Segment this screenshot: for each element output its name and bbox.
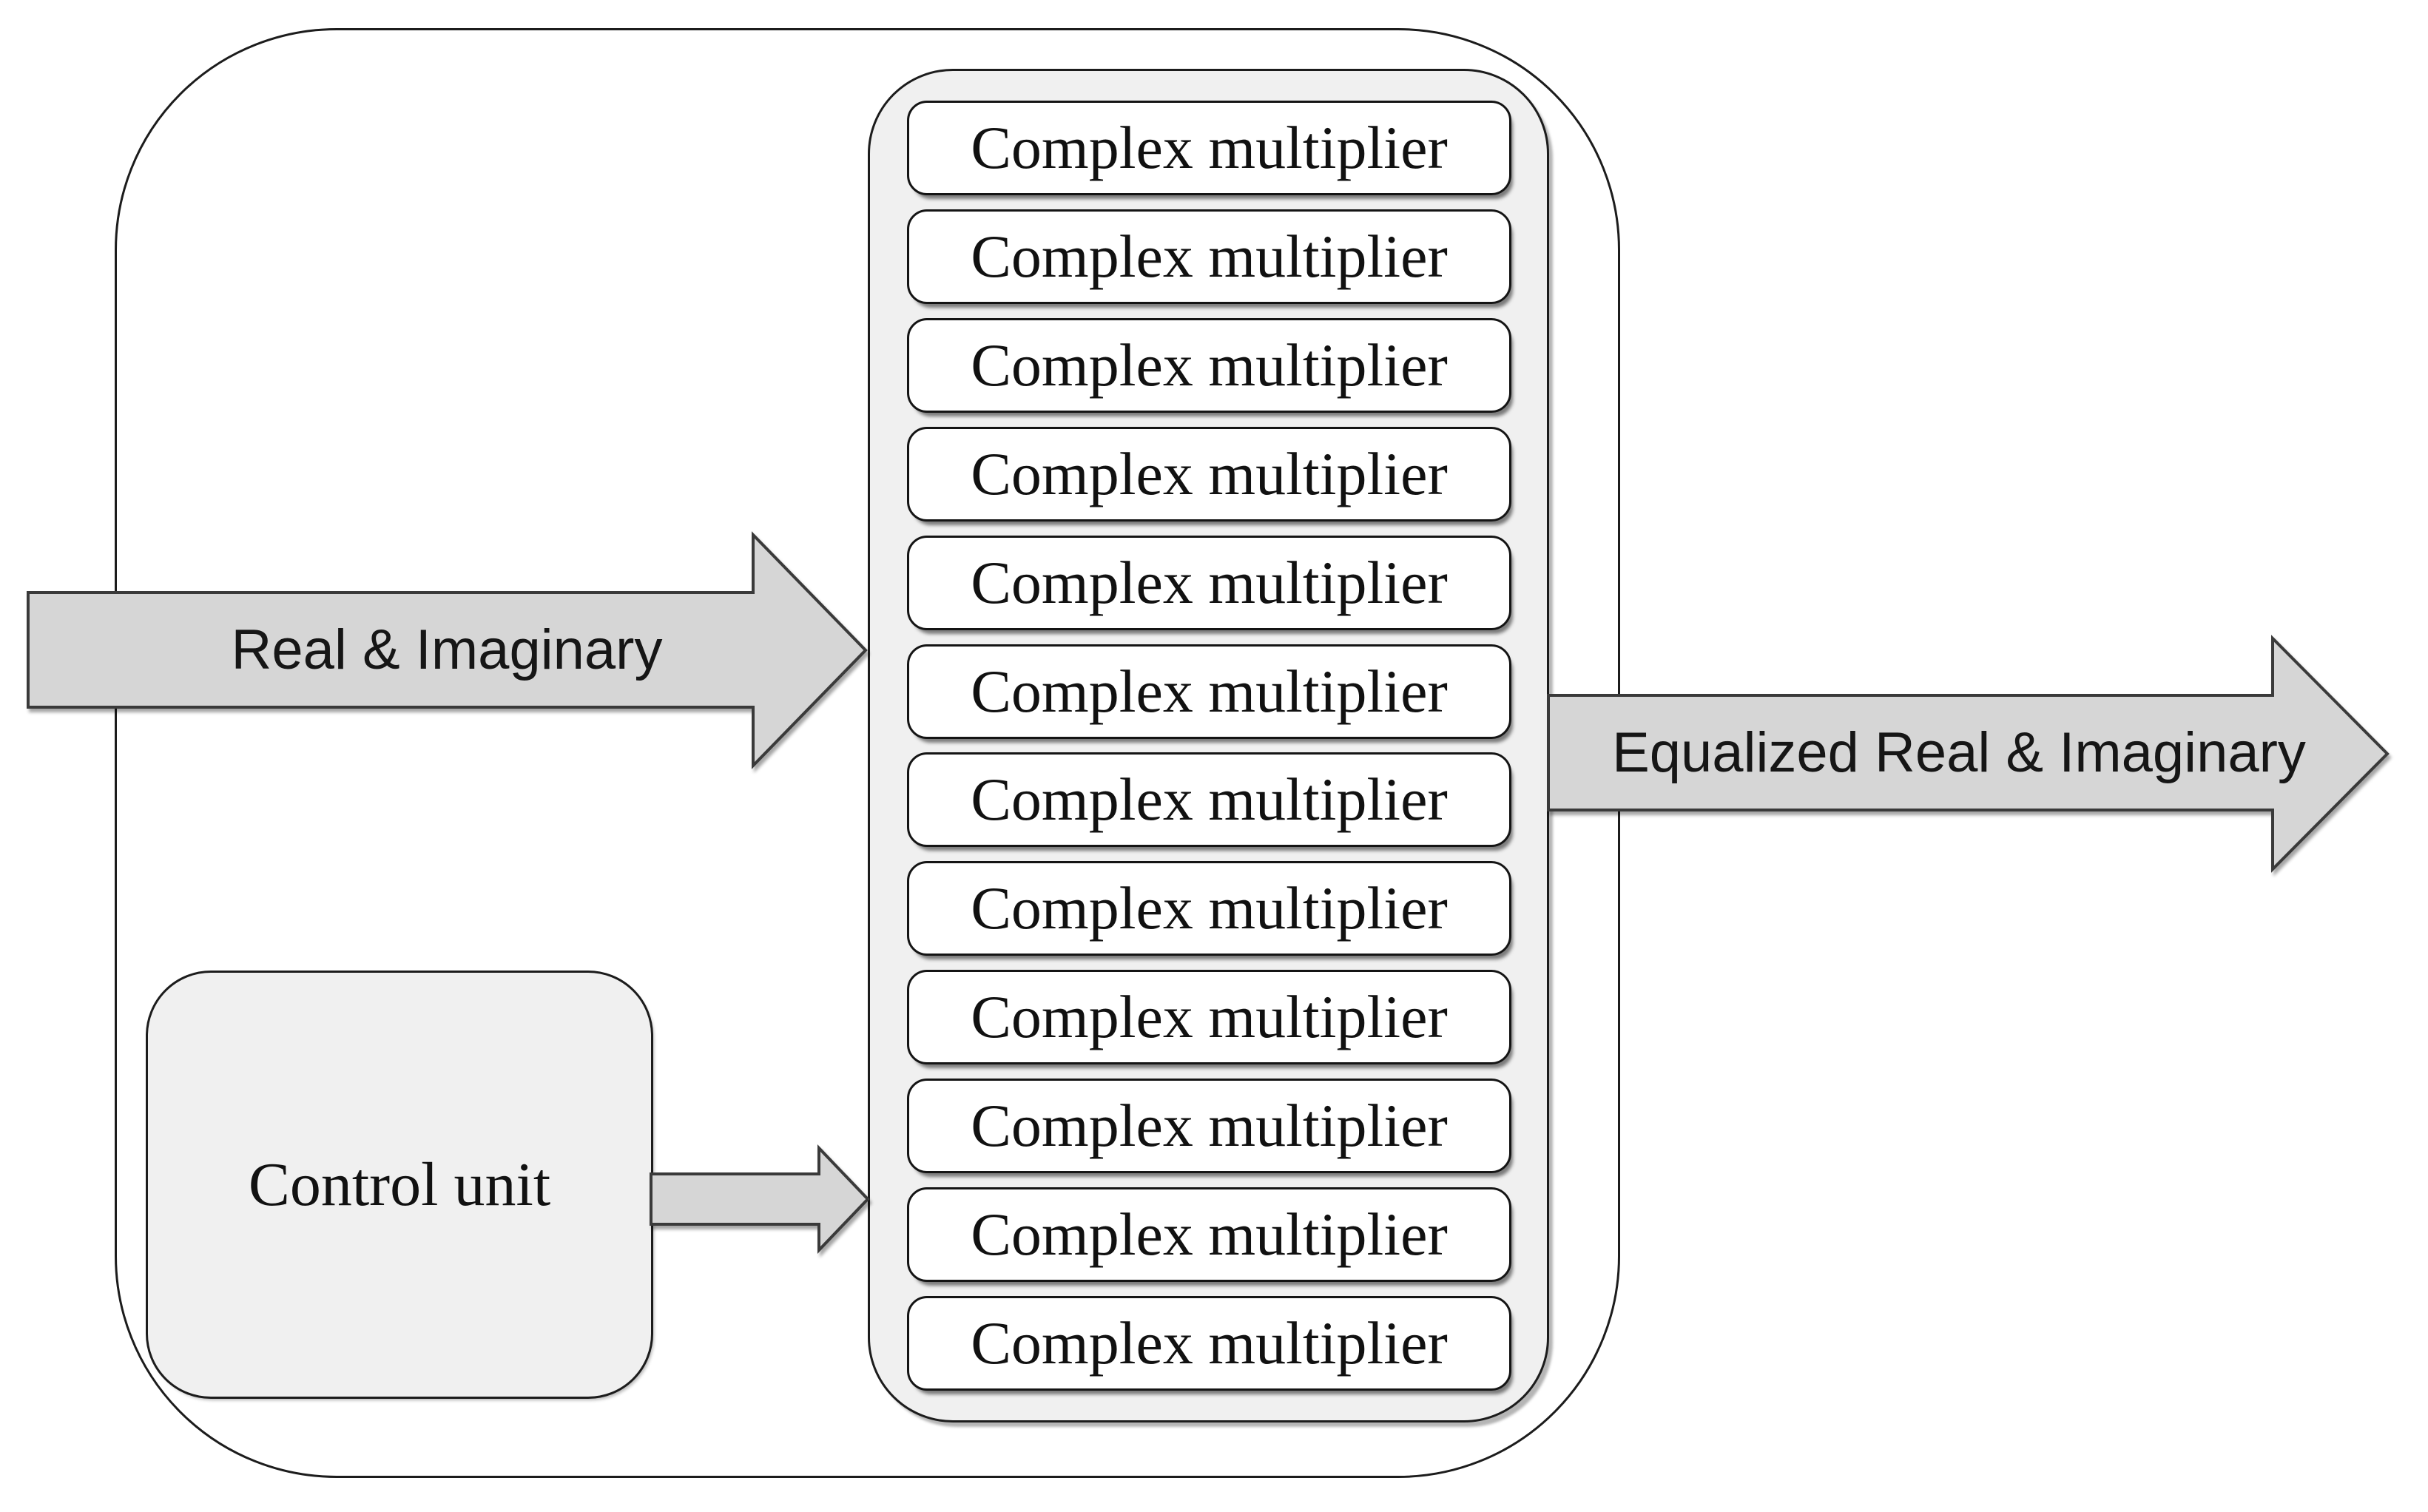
complex-multiplier-box: Complex multiplier bbox=[907, 1295, 1511, 1391]
complex-multiplier-box: Complex multiplier bbox=[907, 1079, 1511, 1174]
complex-multiplier-box: Complex multiplier bbox=[907, 644, 1511, 739]
complex-multiplier-box: Complex multiplier bbox=[907, 1187, 1511, 1283]
complex-multiplier-label: Complex multiplier bbox=[971, 657, 1448, 725]
complex-multiplier-box: Complex multiplier bbox=[907, 317, 1511, 413]
control-unit-box: Control unit bbox=[146, 971, 653, 1399]
complex-multiplier-label: Complex multiplier bbox=[971, 983, 1448, 1051]
complex-multiplier-label: Complex multiplier bbox=[971, 222, 1448, 290]
control-unit-label: Control unit bbox=[248, 1150, 551, 1219]
complex-multiplier-box: Complex multiplier bbox=[907, 209, 1511, 304]
complex-multiplier-label: Complex multiplier bbox=[971, 331, 1448, 399]
complex-multiplier-box: Complex multiplier bbox=[907, 752, 1511, 848]
complex-multiplier-label: Complex multiplier bbox=[971, 548, 1448, 616]
complex-multiplier-label: Complex multiplier bbox=[971, 439, 1448, 507]
complex-multiplier-box: Complex multiplier bbox=[907, 535, 1511, 630]
complex-multiplier-box: Complex multiplier bbox=[907, 426, 1511, 522]
complex-multiplier-label: Complex multiplier bbox=[971, 1309, 1448, 1377]
complex-multiplier-box: Complex multiplier bbox=[907, 861, 1511, 956]
output-arrow bbox=[1547, 635, 2390, 873]
complex-multiplier-box: Complex multiplier bbox=[907, 970, 1511, 1065]
complex-multiplier-box: Complex multiplier bbox=[907, 101, 1511, 195]
complex-multiplier-label: Complex multiplier bbox=[971, 874, 1448, 942]
complex-multiplier-label: Complex multiplier bbox=[971, 1092, 1448, 1160]
output-arrow-label: Equalized Real & Imaginary bbox=[1612, 721, 2306, 784]
complex-multiplier-label: Complex multiplier bbox=[971, 114, 1448, 181]
complex-multiplier-label: Complex multiplier bbox=[971, 1201, 1448, 1269]
complex-multiplier-label: Complex multiplier bbox=[971, 766, 1448, 834]
